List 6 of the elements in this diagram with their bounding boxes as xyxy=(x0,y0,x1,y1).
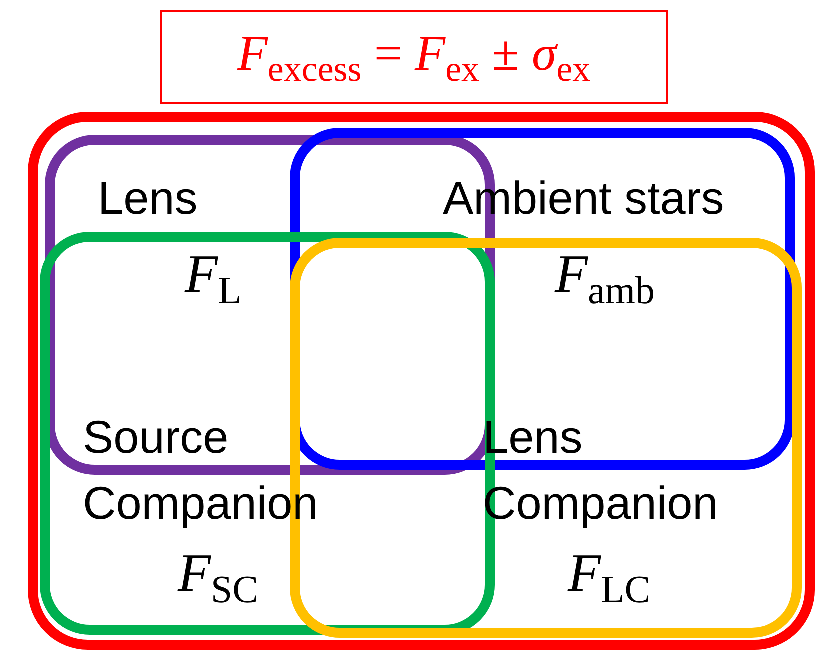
flux-symbol: F$_{SC}$ xyxy=(178,542,259,613)
set-label: Lens xyxy=(98,171,198,226)
flux-symbol: F$_{LC}$ xyxy=(568,542,651,613)
flux-symbol: F$_{amb}$ xyxy=(555,243,655,314)
flux-symbol: F$_{L}$ xyxy=(185,243,242,314)
formula-box: F$_{excess}$ = F$_{ex}$ ± σ$_{ex}$ xyxy=(160,10,668,104)
